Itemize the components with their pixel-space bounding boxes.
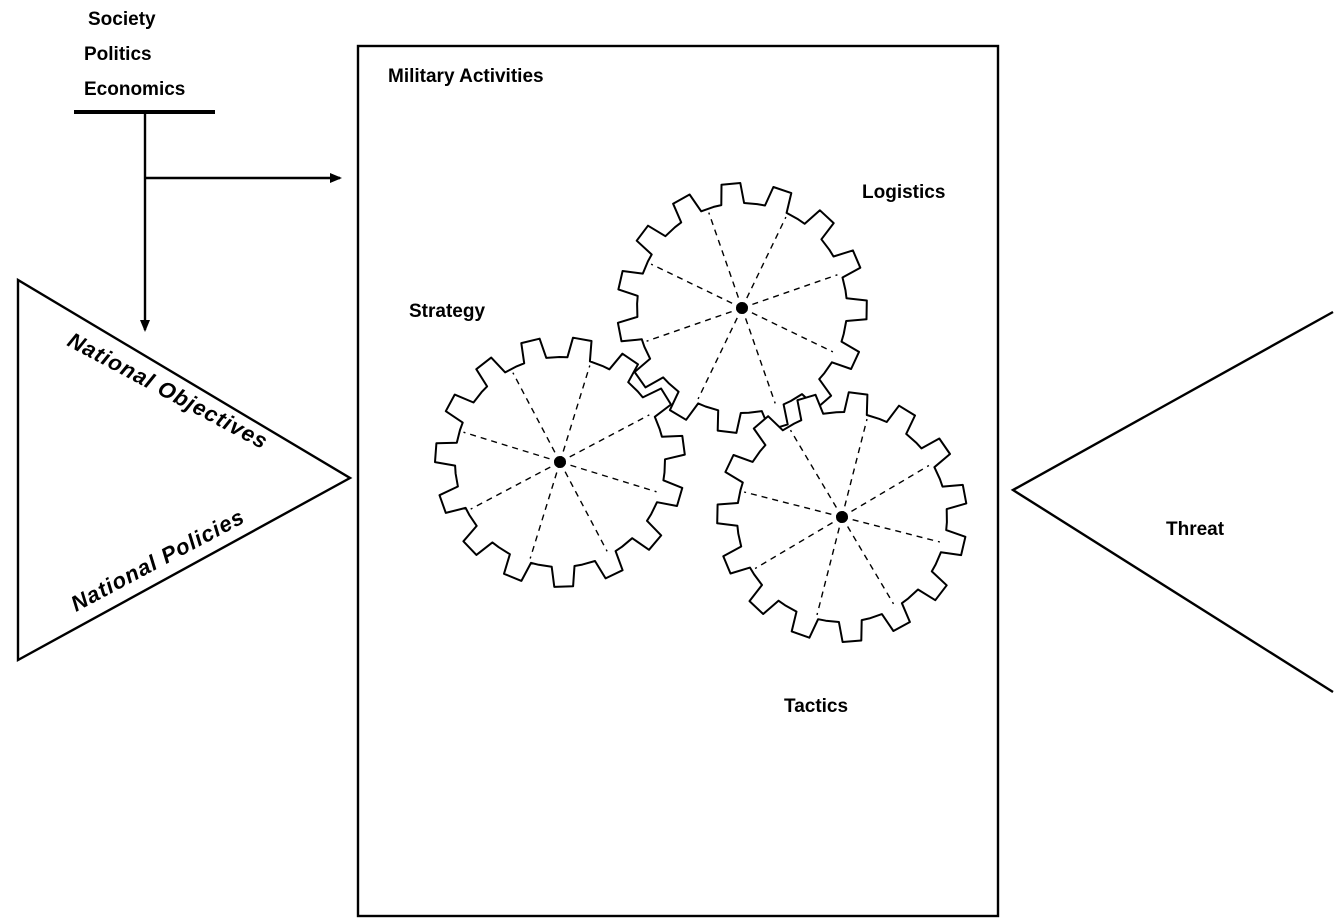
logistics-label: Logistics [862, 182, 945, 203]
gear-labels: Strategy Logistics Tactics [409, 182, 945, 717]
tactics-gear-hub [836, 511, 848, 523]
logistics-gear-spoke [650, 263, 743, 309]
left-triangle-shape [16, 277, 353, 663]
strategy-gear-spoke [512, 372, 561, 463]
strategy-gear-spoke [559, 414, 650, 463]
strategy-gear-spoke [559, 461, 657, 493]
military-activities-title: Military Activities [388, 66, 544, 87]
tactics-gear-spoke [789, 429, 843, 518]
strategy-gear [434, 336, 686, 588]
tactics-gear [716, 391, 968, 643]
strategy-gear-spoke [559, 365, 591, 463]
logistics-gear-hub [736, 302, 748, 314]
tactics-gear-spoke [841, 516, 895, 605]
tactics-gear-spoke [841, 418, 868, 518]
tactics-label: Tactics [784, 696, 848, 717]
tactics-gear-spoke [841, 516, 941, 543]
driver-society: Society [88, 9, 156, 30]
gears-layer [434, 182, 968, 643]
strategy-gear-spoke [529, 461, 561, 559]
strategy-gear-spoke [559, 461, 608, 552]
threat-label: Threat [1166, 519, 1225, 540]
logistics-gear-spoke [741, 307, 834, 353]
right-triangle-shape [1010, 310, 1334, 694]
logistics-gear-spoke [697, 307, 743, 400]
tactics-gear-spoke [754, 516, 843, 570]
national-objectives-label: National Objectives [64, 327, 273, 454]
strategy-gear-spoke [470, 461, 561, 510]
threat-triangle: Threat [1010, 310, 1334, 694]
central-box-frame [356, 44, 1000, 918]
driver-politics: Politics [84, 44, 152, 65]
logistics-gear-spoke [741, 216, 787, 309]
connectors [140, 112, 342, 332]
driver-economics: Economics [84, 79, 185, 100]
logistics-gear-spoke [741, 307, 776, 404]
logistics-gear-spoke [708, 212, 743, 309]
strategy-label: Strategy [409, 301, 485, 322]
strategy-gear-spoke [463, 431, 561, 463]
tactics-gear-spoke [743, 491, 843, 518]
drivers-block: Society Politics Economics [74, 9, 215, 114]
national-policies-label: National Policies [67, 504, 249, 617]
logistics-gear-spoke [646, 307, 743, 342]
national-triangle: National Objectives National Policies [16, 277, 353, 663]
tactics-gear-spoke [816, 516, 843, 616]
logistics-gear-spoke [741, 274, 838, 309]
strategy-gear-hub [554, 456, 566, 468]
military-activities-box: Military Activities [356, 44, 1000, 918]
tactics-gear-spoke [841, 464, 930, 518]
